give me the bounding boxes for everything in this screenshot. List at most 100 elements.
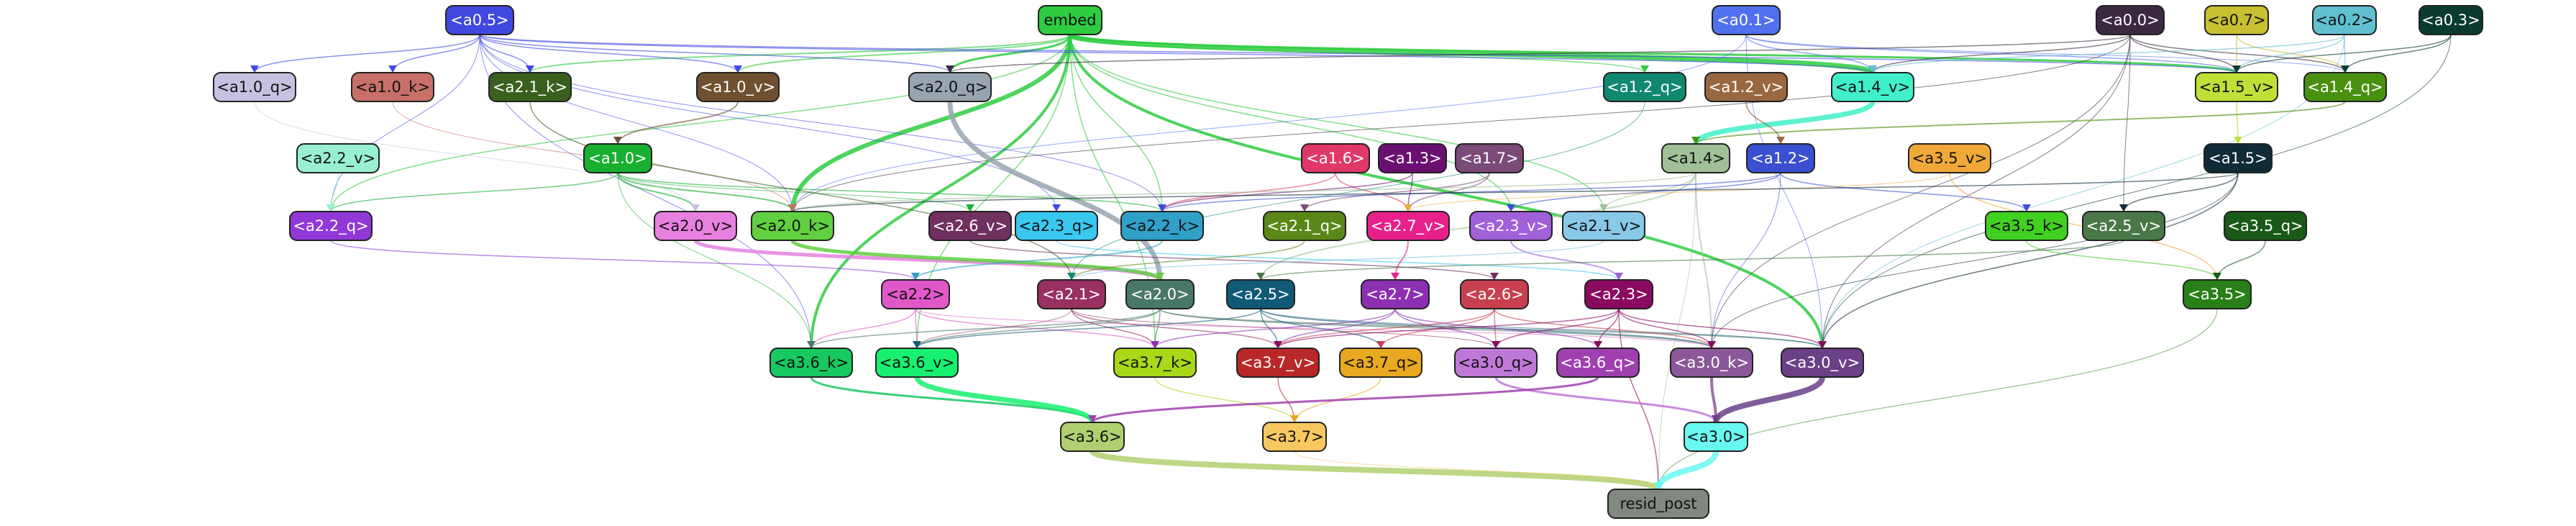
- node-a2-5-v[interactable]: <a2.5_v>: [2082, 211, 2165, 241]
- edge-arrowhead-a2_5-to-a3_6_v: [913, 341, 921, 348]
- node-a3-5-k[interactable]: <a3.5_k>: [1985, 211, 2068, 241]
- edge-arrowhead-a0_5-to-a1_0_v: [734, 65, 742, 73]
- edge-a1_4_v-to-a1_4: [1693, 100, 1876, 145]
- node-label: <a3.7_k>: [1118, 354, 1192, 372]
- node-a3-7-v[interactable]: <a3.7_v>: [1236, 348, 1320, 378]
- node-a2-7[interactable]: <a2.7>: [1361, 279, 1430, 309]
- node-a1-3[interactable]: <a1.3>: [1378, 143, 1447, 173]
- edge-embed-to-a1_5_v: [1069, 33, 2238, 74]
- node-a3-0[interactable]: <a3.0>: [1684, 422, 1748, 452]
- node-a1-4[interactable]: <a1.4>: [1661, 143, 1730, 173]
- node-box: [875, 348, 959, 378]
- node-a3-6[interactable]: <a3.6>: [1060, 422, 1125, 452]
- edge-arrowhead-a0_0-to-a2_0_q: [946, 65, 954, 73]
- node-a1-0-q[interactable]: <a1.0_q>: [213, 72, 296, 102]
- node-a1-7[interactable]: <a1.7>: [1455, 143, 1524, 173]
- node-a2-5[interactable]: <a2.5>: [1226, 279, 1295, 309]
- node-a3-5-v[interactable]: <a3.5_v>: [1908, 143, 1991, 173]
- node-a1-5[interactable]: <a1.5>: [2203, 143, 2273, 173]
- node-a1-0-k[interactable]: <a1.0_k>: [351, 72, 434, 102]
- node-a3-6-v[interactable]: <a3.6_v>: [875, 348, 959, 378]
- edge-a3_0_v-to-a3_0: [1713, 376, 1825, 424]
- node-a1-2-q[interactable]: <a1.2_q>: [1603, 72, 1686, 102]
- node-box: [1985, 211, 2068, 241]
- node-label: <a3.7_v>: [1241, 354, 1315, 372]
- node-a0-7[interactable]: <a0.7>: [2204, 5, 2269, 35]
- edge-a0_2-to-a1_4_v: [1872, 34, 2345, 73]
- node-a2-2-k[interactable]: <a2.2_k>: [1120, 211, 1204, 241]
- node-a0-2[interactable]: <a0.2>: [2312, 5, 2377, 35]
- node-a2-7-v[interactable]: <a2.7_v>: [1366, 211, 1450, 241]
- edge-a2_6-to-a3_7_v: [1277, 308, 1495, 349]
- node-a2-0-v[interactable]: <a2.0_v>: [654, 211, 737, 241]
- edge-embed-to-a3_6_k: [810, 34, 1072, 349]
- node-a2-1[interactable]: <a2.1>: [1037, 279, 1106, 309]
- node-a3-6-k[interactable]: <a3.6_k>: [769, 348, 853, 378]
- node-box: [1113, 348, 1197, 378]
- node-a1-0[interactable]: <a1.0>: [583, 143, 652, 173]
- edge-arrowhead-a3_5_v-to-a2_7_v: [1404, 204, 1412, 212]
- node-a3-5[interactable]: <a3.5>: [2183, 279, 2252, 309]
- node-a3-5-q[interactable]: <a3.5_q>: [2224, 211, 2307, 241]
- edge-arrowhead-a2_3-to-a3_6_q: [1594, 341, 1602, 348]
- edge-arrowhead-a1_4-to-a2_1_v: [1599, 204, 1608, 212]
- node-a3-0-q[interactable]: <a3.0_q>: [1454, 348, 1538, 378]
- node-a1-2[interactable]: <a1.2>: [1746, 143, 1815, 173]
- node-a0-5[interactable]: <a0.5>: [445, 5, 514, 35]
- node-box: [1060, 422, 1125, 452]
- node-a1-4-v[interactable]: <a1.4_v>: [1831, 72, 1914, 102]
- node-a3-0-k[interactable]: <a3.0_k>: [1670, 348, 1753, 378]
- edge-a2_5-to-a3_0_v: [1260, 308, 1823, 349]
- node-a2-6[interactable]: <a2.6>: [1460, 279, 1529, 309]
- node-a2-1-q[interactable]: <a2.1_q>: [1263, 211, 1346, 241]
- node-box: [2183, 279, 2252, 309]
- edge-a1_0-to-a3_6_k: [617, 172, 812, 349]
- node-a1-0-v[interactable]: <a1.0_v>: [696, 72, 780, 102]
- node-a2-1-v[interactable]: <a2.1_v>: [1562, 211, 1645, 241]
- node-a2-0-k[interactable]: <a2.0_k>: [751, 211, 834, 241]
- edge-arrowhead-a1_2_q-to-a2_1: [1067, 273, 1076, 280]
- node-a0-0[interactable]: <a0.0>: [2096, 5, 2165, 35]
- node-a1-5-v[interactable]: <a1.5_v>: [2195, 72, 2278, 102]
- node-a2-1-k[interactable]: <a2.1_k>: [488, 72, 572, 102]
- node-a2-6-v[interactable]: <a2.6_v>: [928, 211, 1012, 241]
- node-a2-2[interactable]: <a2.2>: [881, 279, 950, 309]
- edge-a2_6_v-to-a2_6: [969, 240, 1495, 281]
- node-a3-7-q[interactable]: <a3.7_q>: [1339, 348, 1422, 378]
- node-a1-4-q[interactable]: <a1.4_q>: [2303, 72, 2387, 102]
- edge-arrowhead-a1_5_v-to-a1_5: [2234, 137, 2242, 144]
- edge-a0_1-to-a1_4_q: [1745, 34, 2346, 73]
- node-a0-1[interactable]: <a0.1>: [1712, 5, 1781, 35]
- node-label: <a3.0>: [1686, 428, 1745, 445]
- node-a3-0-v[interactable]: <a3.0_v>: [1781, 348, 1864, 378]
- edge-arrowhead-a1_2-to-a2_2_k: [1158, 204, 1166, 212]
- node-a1-2-v[interactable]: <a1.2_v>: [1704, 72, 1788, 102]
- edge-embed-to-a2_0_k: [790, 34, 1072, 212]
- node-embed[interactable]: embed: [1038, 5, 1102, 35]
- node-a2-3-v[interactable]: <a2.3_v>: [1469, 211, 1553, 241]
- node-a3-6-q[interactable]: <a3.6_q>: [1556, 348, 1640, 378]
- node-label: <a2.3_q>: [1018, 217, 1094, 235]
- node-a2-2-v[interactable]: <a2.2_v>: [296, 143, 380, 173]
- edge-embed-to-a2_1_k: [529, 34, 1071, 73]
- node-a2-0[interactable]: <a2.0>: [1125, 279, 1195, 309]
- node-label: <a1.0_q>: [216, 78, 292, 96]
- node-a1-6[interactable]: <a1.6>: [1301, 143, 1370, 173]
- node-a3-7-k[interactable]: <a3.7_k>: [1113, 348, 1197, 378]
- node-a2-0-q[interactable]: <a2.0_q>: [908, 72, 992, 102]
- node-resid-post[interactable]: resid_post: [1607, 489, 1709, 519]
- node-box: [654, 211, 737, 241]
- node-a2-3-q[interactable]: <a2.3_q>: [1015, 211, 1098, 241]
- node-box: [1454, 348, 1538, 378]
- node-a2-3[interactable]: <a2.3>: [1584, 279, 1653, 309]
- edge-arrowhead-a0_5-to-a1_0_q: [250, 65, 259, 73]
- node-a3-7[interactable]: <a3.7>: [1262, 422, 1327, 452]
- node-a2-2-q[interactable]: <a2.2_q>: [289, 211, 373, 241]
- node-label: <a2.2_k>: [1125, 217, 1200, 235]
- edge-arrowhead-a1_7-to-a2_1_q: [1300, 204, 1309, 212]
- edge-arrowhead-a0_5-to-a2_3_q: [1052, 204, 1061, 212]
- node-a0-3[interactable]: <a0.3>: [2419, 5, 2483, 35]
- node-box: [351, 72, 434, 102]
- edge-arrowhead-a0_3-to-a1_5_v: [2232, 65, 2241, 73]
